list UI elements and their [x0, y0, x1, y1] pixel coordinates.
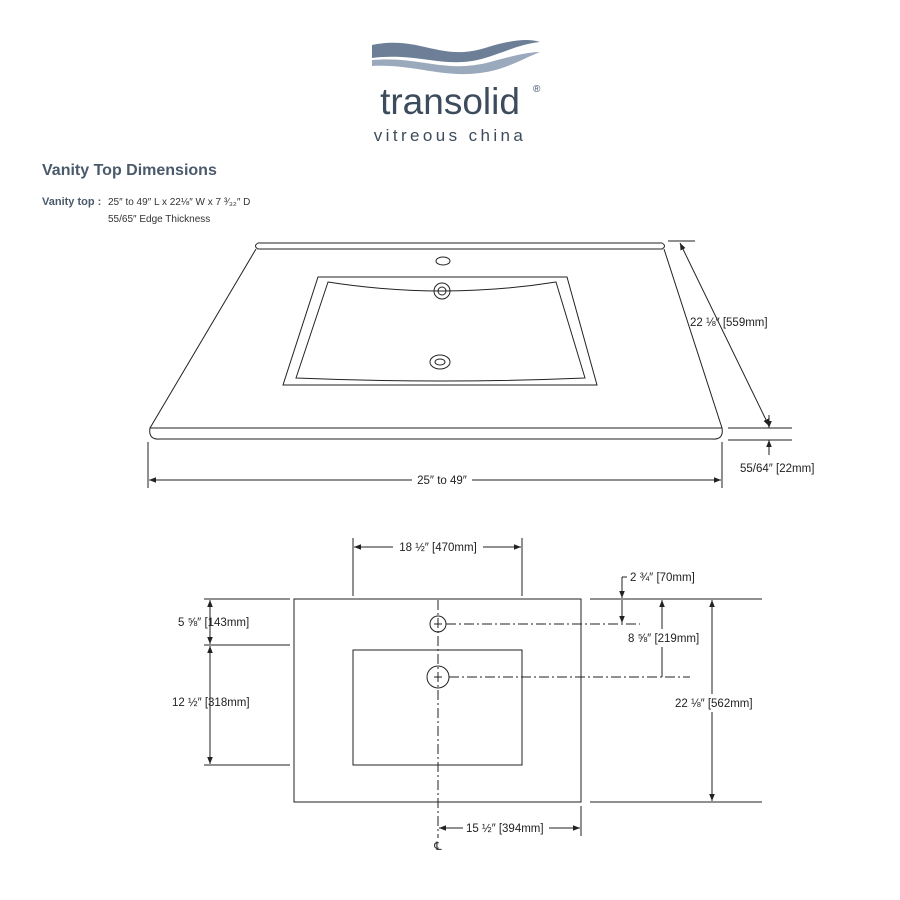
- center-to-side-label: 15 ½″ [394mm]: [466, 823, 544, 835]
- front-to-basin-label: 5 ⅝″ [143mm]: [178, 617, 249, 629]
- spec-size: 25″ to 49″ L x 22⅛″ W x 7 ³⁄₃₂″ D: [108, 197, 250, 208]
- logo-tagline: vitreous china: [374, 126, 527, 145]
- plan-view: ℄ 18 ½″ [470mm] 5 ⅝″ [143mm] 12 ½″ [318m…: [172, 538, 762, 853]
- basin-depth-label: 12 ½″ [318mm]: [172, 697, 250, 709]
- logo-wave-icon: [372, 40, 540, 63]
- basin-width-label: 18 ½″ [470mm]: [399, 542, 477, 554]
- drain-offset-label: 8 ⅝″ [219mm]: [628, 633, 699, 645]
- centerline-symbol: ℄: [433, 841, 442, 853]
- perspective-view: 22 ⅛″ [559mm] 55/64″ [22mm] 25″ to 49″: [147, 240, 814, 488]
- depth-label: 22 ⅛″ [559mm]: [690, 317, 768, 329]
- total-depth-label: 22 ⅛″ [562mm]: [675, 698, 753, 710]
- logo-wave-icon-2: [372, 52, 540, 75]
- logo-registered: ®: [533, 84, 541, 95]
- faucet-offset-label: 2 ¾″ [70mm]: [630, 572, 695, 584]
- length-label: 25″ to 49″: [417, 475, 467, 487]
- spec-edge: 55/65″ Edge Thickness: [108, 214, 210, 225]
- spec-label: Vanity top :: [42, 196, 101, 208]
- page-title: Vanity Top Dimensions: [42, 162, 217, 179]
- logo-brand: transolid: [380, 81, 520, 122]
- edge-thickness-label: 55/64″ [22mm]: [740, 463, 814, 475]
- brand-logo: transolid ® vitreous china: [372, 40, 541, 145]
